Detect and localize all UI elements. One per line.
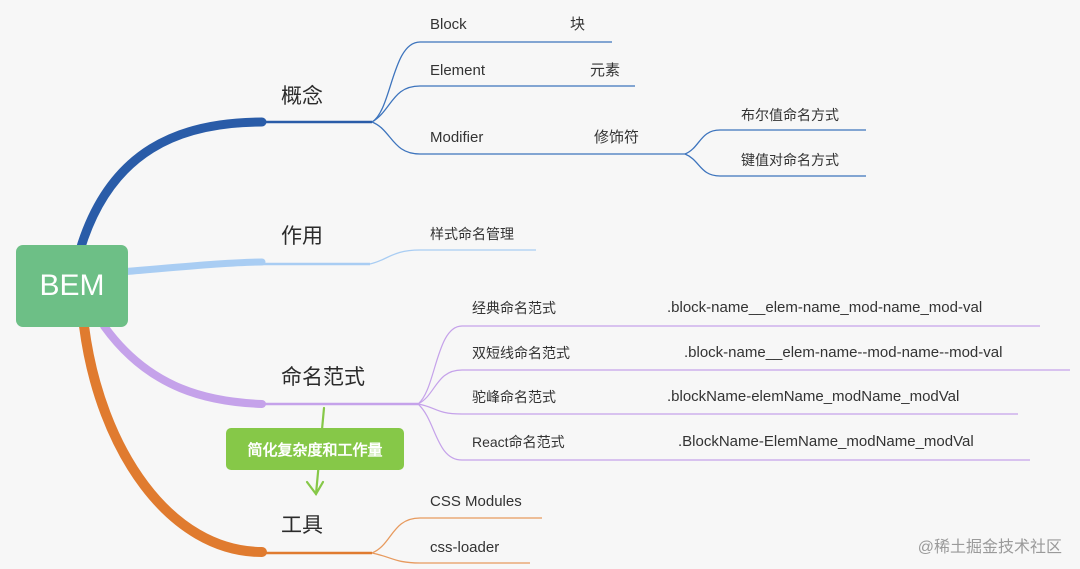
node-block[interactable]: Block (430, 16, 467, 33)
branch-line-tools (79, 321, 267, 557)
node-modifier[interactable]: Modifier (430, 129, 484, 146)
node-css-modules[interactable]: CSS Modules (430, 493, 522, 510)
watermark: @稀土掘金技术社区 (917, 539, 1062, 556)
node-camel-case-naming[interactable]: 驼峰命名范式 (472, 389, 556, 405)
branch-label-purpose[interactable]: 作用 (281, 225, 323, 248)
node-key-value-naming[interactable]: 键值对命名方式 (741, 152, 839, 168)
node-classic-naming[interactable]: 经典命名范式 (472, 300, 556, 316)
node-double-dash-naming[interactable]: 双短线命名范式 (472, 345, 570, 361)
branch-line-purpose (116, 258, 266, 276)
branch-label-tools[interactable]: 工具 (281, 514, 323, 537)
relation-label[interactable]: 简化复杂度和工作量 (226, 428, 404, 470)
node-block-note: 块 (570, 16, 586, 33)
naming-sub-lines (417, 325, 1070, 461)
tools-sub-lines (371, 517, 542, 564)
node-react-naming[interactable]: React命名范式 (472, 434, 565, 450)
node-css-loader[interactable]: css-loader (430, 539, 500, 556)
example-camel-case-naming: .blockName-elemName_modName_modVal (667, 388, 960, 405)
node-element[interactable]: Element (430, 62, 486, 79)
example-classic-naming: .block-name__elem-name_mod-name_mod-val (667, 299, 983, 316)
node-boolean-naming[interactable]: 布尔值命名方式 (741, 107, 839, 123)
branch-line-concept (75, 117, 267, 255)
example-double-dash-naming: .block-name__elem-name--mod-name--mod-va… (684, 344, 1003, 361)
concept-sub-lines (371, 41, 866, 177)
root-node-bem[interactable]: BEM (16, 245, 128, 327)
node-style-naming-management[interactable]: 样式命名管理 (430, 226, 514, 242)
branch-label-concept[interactable]: 概念 (281, 85, 323, 108)
node-element-note: 元素 (590, 62, 621, 79)
node-modifier-note: 修饰符 (594, 129, 640, 146)
example-react-naming: .BlockName-ElemName_modName_modVal (678, 433, 974, 450)
branch-label-naming[interactable]: 命名范式 (281, 366, 365, 389)
purpose-sub-lines (369, 249, 536, 265)
branch-line-naming (100, 322, 266, 408)
